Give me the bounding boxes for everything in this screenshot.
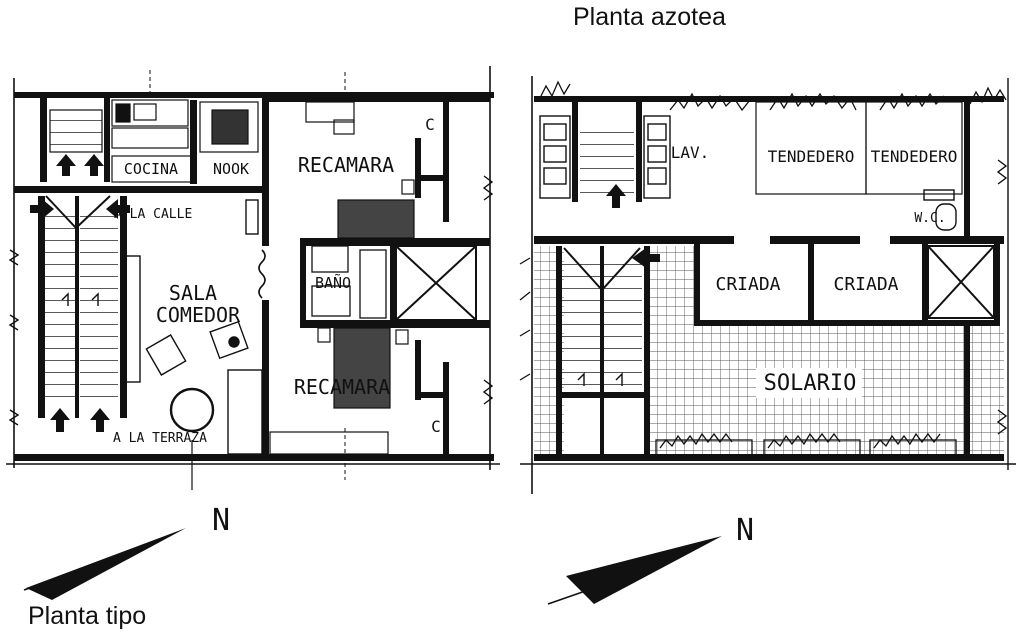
drying-areas — [755, 101, 963, 195]
kitchen-fixtures — [111, 99, 259, 183]
up-arrow-icon — [90, 408, 110, 432]
bathroom-fixtures — [311, 245, 387, 319]
roof-plan-room-labels: LAV. TENDEDERO TENDEDERO W.C. CRIADA CRI… — [671, 143, 958, 396]
right-arrow-icon — [30, 199, 54, 219]
roof-plan-north-arrow: N — [547, 513, 754, 605]
up-arrow-icon — [50, 408, 70, 432]
round-table-icon — [169, 387, 215, 433]
north-arrow-icon — [566, 536, 722, 604]
bedroom-label-top: RECAMARA — [298, 153, 394, 177]
solarium-tile-floor — [534, 246, 1004, 458]
north-letter: N — [736, 513, 754, 548]
up-arrow-icon — [606, 184, 626, 208]
north-letter: N — [212, 503, 230, 538]
maid-room-label-1: CRIADA — [715, 274, 780, 295]
typical-plan-arrows — [30, 154, 130, 432]
roof-floor-plan: LAV. TENDEDERO TENDEDERO W.C. CRIADA CRI… — [519, 76, 1016, 605]
up-arrow-icon — [84, 154, 104, 176]
roof-plan-break-lines — [996, 159, 1008, 435]
toilet-label: W.C. — [914, 211, 945, 226]
roof-plan-boundary — [520, 76, 1016, 494]
kitchen-label: COCINA — [124, 160, 178, 178]
left-arrow-icon — [632, 248, 660, 268]
typical-plan-boundary — [6, 66, 500, 490]
bedroom-furniture — [269, 101, 415, 455]
laundry-tubs — [539, 115, 671, 199]
typical-floor-plan: COCINA NOOK RECAMARA RECAMARA BAÑO SALA … — [6, 66, 500, 600]
up-arrow-icon — [56, 154, 76, 176]
solarium-label: SOLARIO — [764, 371, 857, 396]
living-room-furniture — [125, 199, 266, 455]
to-terrace-annotation: A LA TERRAZA — [113, 431, 207, 446]
closet-label-bottom: C — [431, 417, 441, 436]
roof-plan-walls — [534, 96, 1004, 461]
typical-plan-stairs — [45, 109, 118, 408]
living-label-line-1: SALA — [169, 281, 217, 305]
typical-plan-room-labels: COCINA NOOK RECAMARA RECAMARA BAÑO SALA … — [113, 115, 441, 446]
maid-room-label-2: CRIADA — [833, 274, 898, 295]
roof-planters — [519, 80, 1007, 457]
to-street-annotation: A LA CALLE — [114, 207, 192, 222]
closet-label-top: C — [425, 115, 435, 134]
typical-plan-walls — [14, 92, 494, 461]
drying-area-label-1: TENDEDERO — [768, 147, 855, 166]
bedroom-label-bottom: RECAMARA — [294, 375, 390, 399]
roof-plan-stairs — [562, 122, 660, 390]
nook-label: NOOK — [213, 160, 249, 178]
living-label-line-2: COMEDOR — [156, 303, 241, 327]
typical-plan-caption: Planta tipo — [28, 602, 147, 630]
typical-plan-duct-shaft — [395, 245, 477, 321]
drying-area-label-2: TENDEDERO — [871, 147, 958, 166]
typical-plan-break-lines — [8, 175, 494, 426]
laundry-label: LAV. — [671, 143, 710, 162]
left-arrow-icon — [106, 199, 130, 219]
typical-plan-north-arrow: N — [23, 503, 230, 600]
roof-plan-caption: Planta azotea — [573, 3, 726, 31]
north-arrow-icon — [26, 528, 186, 600]
bathroom-label: BAÑO — [315, 273, 351, 292]
roof-plan-duct-shaft — [927, 245, 995, 319]
wc-fixture — [923, 189, 957, 231]
